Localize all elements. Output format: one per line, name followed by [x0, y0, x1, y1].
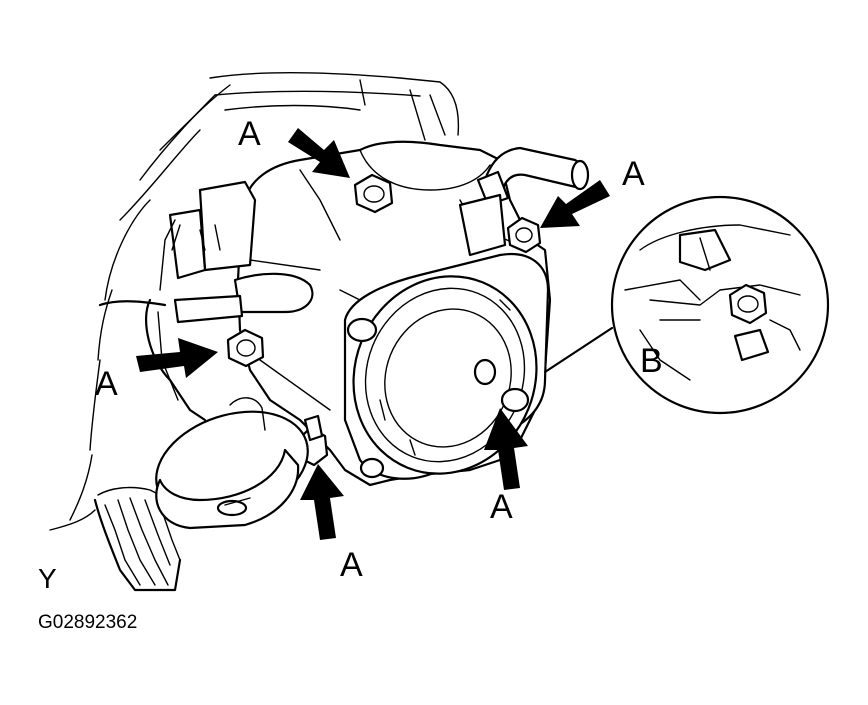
arrow-to-right-bolt — [540, 180, 610, 228]
vacuum-actuator — [155, 397, 309, 530]
engine-background-outline — [49, 72, 460, 531]
callout-a-left: A — [95, 365, 118, 403]
lower-manifold-outline — [93, 486, 182, 592]
sensor-connector — [98, 180, 314, 422]
callout-a-bottom: A — [340, 546, 363, 584]
callout-a-right: A — [622, 155, 645, 193]
corner-marker: Y — [38, 563, 57, 594]
arrow-to-flange-bolt — [484, 408, 528, 490]
bolt-top — [353, 173, 394, 214]
arrow-to-left-bolt — [136, 338, 218, 378]
arrow-to-top-bolt — [288, 128, 350, 178]
callout-b-detail: B — [640, 342, 663, 380]
figure-id: G02892362 — [38, 612, 137, 633]
bolt-right — [506, 216, 542, 254]
breather-hose — [458, 146, 590, 257]
callout-a-top: A — [238, 115, 261, 153]
callout-a-flange: A — [490, 488, 513, 526]
detail-magnifier — [543, 195, 830, 415]
bolt-left — [226, 328, 265, 368]
arrow-to-lower-bolt — [300, 464, 344, 540]
label-group: A A A A A B Y G02892362 — [38, 115, 663, 633]
